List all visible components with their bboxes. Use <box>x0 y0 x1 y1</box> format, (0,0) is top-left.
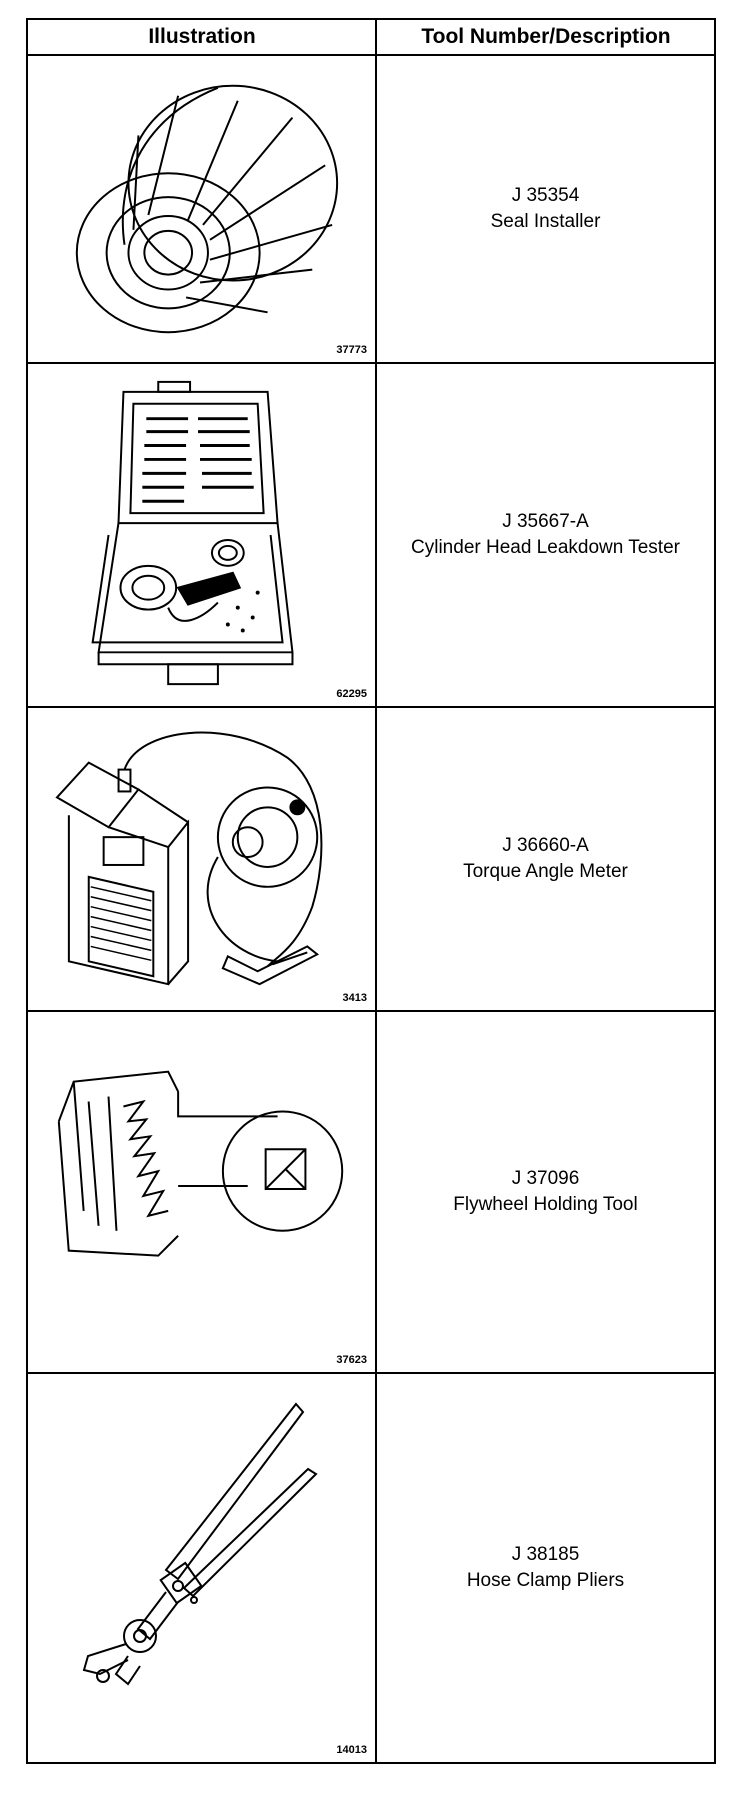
table-row: 14013 J 38185 Hose Clamp Pliers <box>28 1374 714 1762</box>
figure-number: 3413 <box>342 992 367 1004</box>
figure-number: 37623 <box>336 1354 367 1366</box>
table-row: 3413 J 36660-A Torque Angle Meter <box>28 708 714 1012</box>
tool-description: J 36660-A Torque Angle Meter <box>377 708 714 1010</box>
table-header: Illustration Tool Number/Description <box>28 20 714 56</box>
flywheel-holding-tool-illustration: 37623 <box>28 1012 375 1372</box>
tool-description: J 35667-A Cylinder Head Leakdown Tester <box>377 364 714 706</box>
hose-clamp-pliers-illustration: 14013 <box>28 1374 375 1762</box>
torque-angle-meter-illustration: 3413 <box>28 708 375 1010</box>
table-row: 37773 J 35354 Seal Installer <box>28 56 714 364</box>
tool-number: J 35667-A <box>502 511 589 532</box>
tool-number: J 36660-A <box>502 835 589 856</box>
table-row: 62295 J 35667-A Cylinder Head Leakdown T… <box>28 364 714 708</box>
seal-installer-illustration: 37773 <box>28 56 375 362</box>
table-row: 37623 J 37096 Flywheel Holding Tool <box>28 1012 714 1374</box>
special-tools-table: Illustration Tool Number/Description <box>26 18 716 1764</box>
tool-name: Hose Clamp Pliers <box>466 1570 625 1591</box>
tool-description: J 38185 Hose Clamp Pliers <box>377 1374 714 1762</box>
figure-number: 62295 <box>336 688 367 700</box>
tool-name: Torque Angle Meter <box>463 861 628 882</box>
tool-number: J 35354 <box>511 185 580 206</box>
tool-name: Seal Installer <box>490 211 601 232</box>
figure-number: 14013 <box>336 1744 367 1756</box>
tool-number: J 37096 <box>511 1168 580 1189</box>
tool-number: J 38185 <box>511 1544 580 1565</box>
leakdown-tester-case-illustration: 62295 <box>28 364 375 706</box>
tool-name: Flywheel Holding Tool <box>453 1194 638 1215</box>
figure-number: 37773 <box>336 344 367 356</box>
tool-name: Cylinder Head Leakdown Tester <box>411 537 680 558</box>
tool-description: J 35354 Seal Installer <box>377 56 714 362</box>
tool-description: J 37096 Flywheel Holding Tool <box>377 1012 714 1372</box>
tool-column-header: Tool Number/Description <box>421 25 671 48</box>
column-divider <box>375 20 377 1762</box>
illustration-column-header: Illustration <box>148 25 256 48</box>
